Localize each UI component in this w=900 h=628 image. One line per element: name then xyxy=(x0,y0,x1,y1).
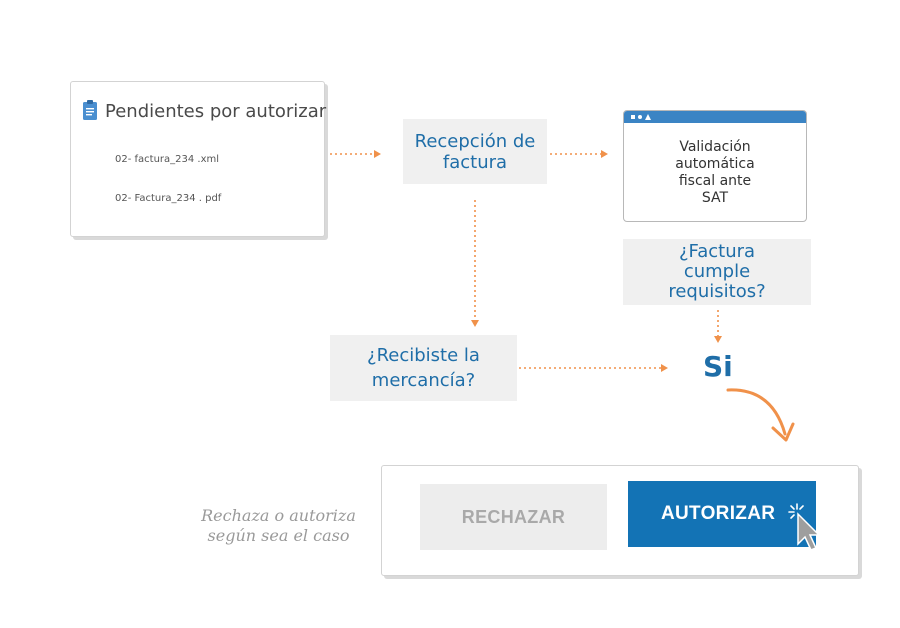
reception-step: Recepción de factura xyxy=(403,119,547,184)
reception-label: Recepción de factura xyxy=(414,130,536,173)
arrowhead-right xyxy=(601,150,608,158)
invoice-requirements-question: ¿Factura cumple requisitos? xyxy=(623,239,811,305)
arrowhead-right xyxy=(661,364,668,372)
goods-received-question: ¿Recibiste la mercancía? xyxy=(330,335,517,401)
window-title-bar xyxy=(624,111,806,123)
authorize-button[interactable]: AUTORIZAR xyxy=(628,481,816,547)
file-item-pdf[interactable]: 02- Factura_234 . pdf xyxy=(115,193,222,204)
curved-arrow xyxy=(726,388,787,436)
validation-window: Validación automática fiscal ante SAT xyxy=(623,110,807,222)
arrowhead-right xyxy=(374,150,381,158)
goods-question-label: ¿Recibiste la mercancía? xyxy=(367,345,480,391)
invoice-question-label: ¿Factura cumple requisitos? xyxy=(668,241,766,302)
yes-label: Si xyxy=(703,350,733,383)
click-cursor-icon xyxy=(788,503,821,551)
file-item-xml[interactable]: 02- factura_234 .xml xyxy=(115,154,220,165)
pending-title: Pendientes por autorizar xyxy=(105,101,327,122)
validation-label: Validación automática fiscal ante SAT xyxy=(675,139,755,206)
window-dot-icon xyxy=(631,115,635,119)
validation-text: Validación automática fiscal ante SAT xyxy=(624,139,806,207)
hint-text: Rechaza o autoriza según sea el caso xyxy=(201,506,356,545)
clipboard-icon xyxy=(83,100,97,120)
window-dot-icon xyxy=(638,115,642,119)
window-triangle-icon xyxy=(645,114,651,120)
pending-card: Pendientes por autorizar 02- factura_234… xyxy=(70,81,327,237)
arrowhead-down xyxy=(471,320,479,327)
arrowhead-down xyxy=(714,336,722,343)
curved-arrowhead xyxy=(771,422,795,442)
reject-button[interactable]: RECHAZAR xyxy=(420,484,607,550)
